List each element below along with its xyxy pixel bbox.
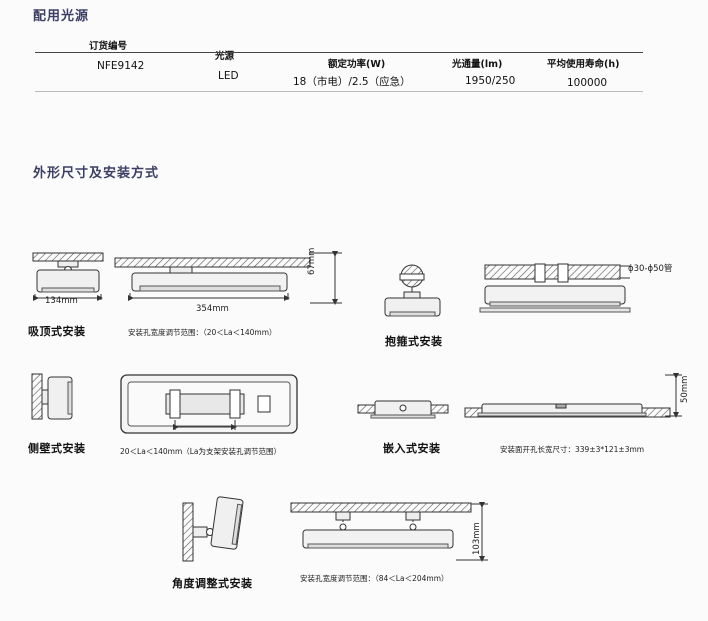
header-flux: 光通量(lm): [452, 59, 503, 70]
cell-source: LED: [218, 70, 239, 82]
section-title-dimensions: 外形尺寸及安装方式: [33, 166, 160, 181]
angle-side-view-diagram: [290, 502, 488, 562]
ceiling-side-view-diagram: [114, 251, 342, 305]
caption-angle-mount: 角度调整式安装: [172, 577, 253, 590]
cell-power: 18（市电）/2.5（应急）: [293, 76, 411, 88]
recessed-install-note: 安装面开孔长宽尺寸：339±3*121±3mm: [500, 445, 645, 454]
cell-flux: 1950/250: [465, 75, 516, 87]
clamp-side-view-diagram: [479, 263, 631, 313]
wall-front-view-diagram: [120, 374, 298, 434]
angle-height-label: 103mm: [472, 522, 482, 555]
header-life: 平均使用寿命(h): [547, 59, 620, 70]
cell-order-no: NFE9142: [97, 60, 145, 72]
table-bottom-rule: [35, 91, 643, 92]
caption-ceiling-mount: 吸顶式安装: [28, 325, 86, 338]
header-order-no: 订货编号: [89, 41, 128, 52]
header-source: 光源: [215, 51, 235, 62]
ceiling-width-label: 134mm: [45, 296, 78, 306]
ceiling-install-note: 安装孔宽度调节范围：（20＜La＜140mm）: [128, 328, 277, 337]
angle-end-view-diagram: [182, 496, 244, 562]
recessed-height-label: 50mm: [680, 375, 690, 403]
cell-life: 100000: [567, 77, 608, 89]
table-top-rule: [35, 52, 643, 53]
wall-end-view-diagram: [31, 373, 73, 420]
caption-wall-mount: 侧壁式安装: [28, 442, 86, 455]
ceiling-length-label: 354mm: [196, 304, 229, 314]
ceiling-end-view-diagram: [32, 252, 104, 301]
caption-clamp-mount: 抱箍式安装: [385, 335, 443, 348]
ceiling-height-label: 67mm: [307, 247, 317, 275]
header-power: 额定功率(W): [328, 59, 386, 70]
clamp-pipe-label: ϕ30-ϕ50管: [628, 264, 673, 274]
clamp-end-view-diagram: [384, 264, 441, 317]
angle-install-note: 安装孔宽度调节范围：（84＜La＜204mm）: [300, 574, 449, 583]
recessed-end-view-diagram: [357, 400, 449, 419]
caption-recessed-mount: 嵌入式安装: [383, 442, 441, 455]
wall-install-note: 20＜La＜140mm（La为支架安装孔调节范围）: [120, 447, 282, 456]
recessed-side-view-diagram: [464, 373, 682, 418]
section-title-light-source: 配用光源: [33, 9, 90, 24]
